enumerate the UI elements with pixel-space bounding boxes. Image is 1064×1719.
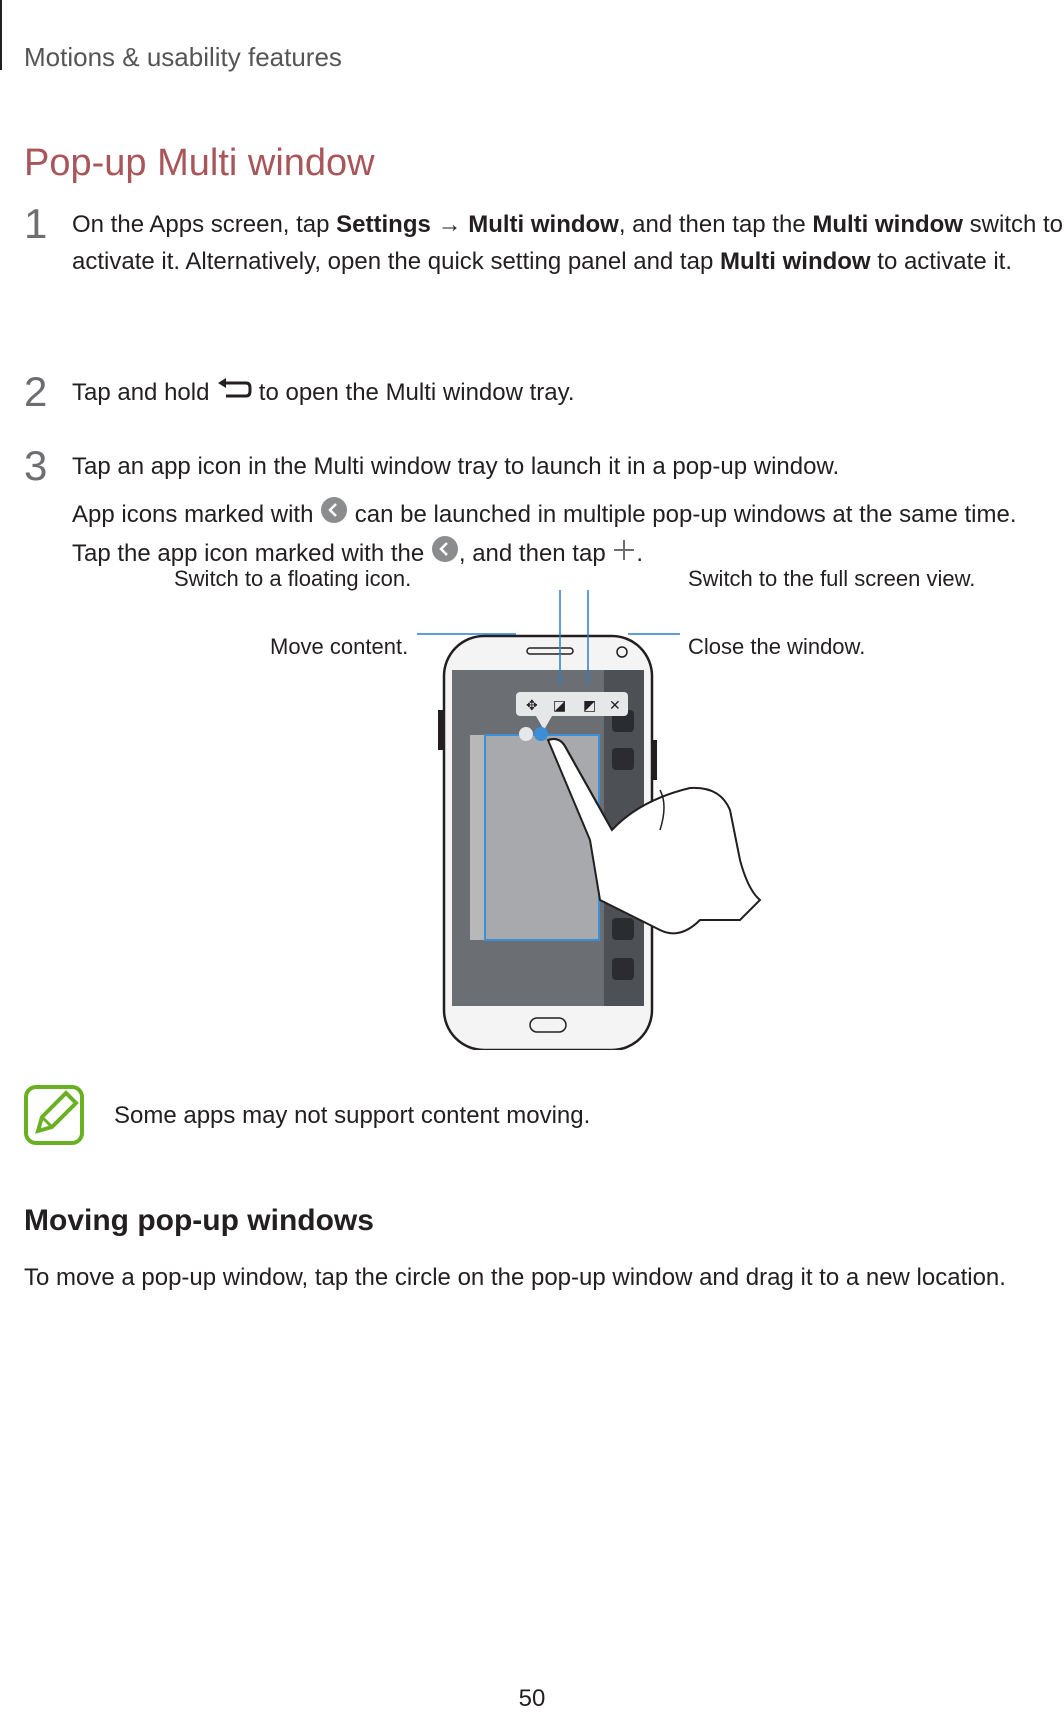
fullscreen-icon: ◩	[583, 697, 596, 713]
note: Some apps may not support content moving…	[24, 1085, 1044, 1145]
finger	[547, 738, 613, 831]
ui-term-multi-window: Multi window	[719, 248, 871, 275]
page-number: 50	[518, 1685, 546, 1712]
step-2: 2 Tap and hold to open the Multi window …	[24, 368, 1064, 415]
popup-circle	[519, 727, 533, 741]
step-number: 1	[24, 200, 48, 247]
text-run: .	[636, 540, 644, 568]
home-key	[529, 1017, 567, 1033]
text-run: , and then tap	[458, 540, 613, 568]
text-run: to open the Multi window tray.	[252, 379, 575, 406]
chevron-left-badge-icon	[431, 535, 459, 574]
step-3: 3 Tap an app icon in the Multi window tr…	[24, 442, 1064, 489]
power-key	[652, 740, 657, 780]
popup-toolbar	[516, 692, 628, 716]
phone-diagram: ✥ ◪ ◩ ✕	[417, 565, 762, 1052]
arrow-separator: →	[430, 211, 469, 238]
step-3-detail: App icons marked with can be launched in…	[72, 496, 1042, 574]
text-run: to activate it.	[870, 248, 1013, 275]
step-text: Tap an app icon in the Multi window tray…	[72, 453, 840, 480]
floating-icon: ◪	[553, 697, 566, 713]
text-run: switch to activate it. Alternatively, op…	[72, 211, 1064, 275]
step-1: 1 On the Apps screen, tap Settings → Mul…	[24, 200, 1064, 280]
note-text: Some apps may not support content moving…	[114, 1102, 591, 1129]
ui-term-multi-window: Multi window	[468, 211, 619, 238]
camera	[616, 646, 628, 658]
volume-key	[438, 710, 444, 750]
header-rule	[0, 0, 2, 70]
tray-app-icon	[612, 748, 634, 770]
step-text: On the Apps screen, tap Settings → Multi…	[72, 206, 1064, 280]
section-heading: Moving pop-up windows	[24, 1204, 374, 1237]
step-number: 2	[24, 368, 48, 415]
callout-fullscreen: Switch to the full screen view.	[688, 566, 976, 591]
close-icon: ✕	[609, 697, 621, 713]
text-run: App icons marked with	[72, 501, 321, 528]
text-run: On the Apps screen, tap	[72, 211, 337, 238]
speaker	[526, 647, 574, 655]
section-body: To move a pop-up window, tap the circle …	[24, 1264, 1006, 1291]
note-pencil-icon	[24, 1085, 84, 1145]
plus-icon	[612, 536, 636, 573]
popup-handle	[534, 727, 548, 741]
phone-illustration: ✥ ◪ ◩ ✕ Switch to a floating icon. Switc…	[0, 565, 1064, 1052]
toolbar-pointer	[536, 716, 552, 730]
step-text: Tap and hold to open the Multi window tr…	[72, 374, 1064, 412]
text-run: , and then tap the	[618, 211, 813, 238]
chevron-left-badge-icon	[320, 496, 348, 535]
callout-move: Move content.	[270, 634, 409, 659]
callout-floating: Switch to a floating icon.	[174, 566, 412, 591]
ui-term-multi-window: Multi window	[812, 211, 963, 238]
section-header: Motions & usability features	[24, 42, 342, 72]
back-arrow-icon	[216, 375, 252, 412]
tray-app-icon	[612, 958, 634, 980]
page-title: Pop-up Multi window	[24, 142, 375, 184]
popup-window	[484, 734, 600, 941]
tray-app-icon	[612, 918, 634, 940]
move-content-icon: ✥	[526, 697, 538, 713]
callout-close: Close the window.	[688, 634, 866, 659]
text-run: Tap and hold	[72, 379, 217, 406]
step-number: 3	[24, 442, 48, 489]
text-run: can be launched in multiple pop-up windo…	[72, 501, 1017, 568]
knuckle	[659, 789, 665, 831]
ui-term-settings: Settings	[336, 211, 431, 238]
